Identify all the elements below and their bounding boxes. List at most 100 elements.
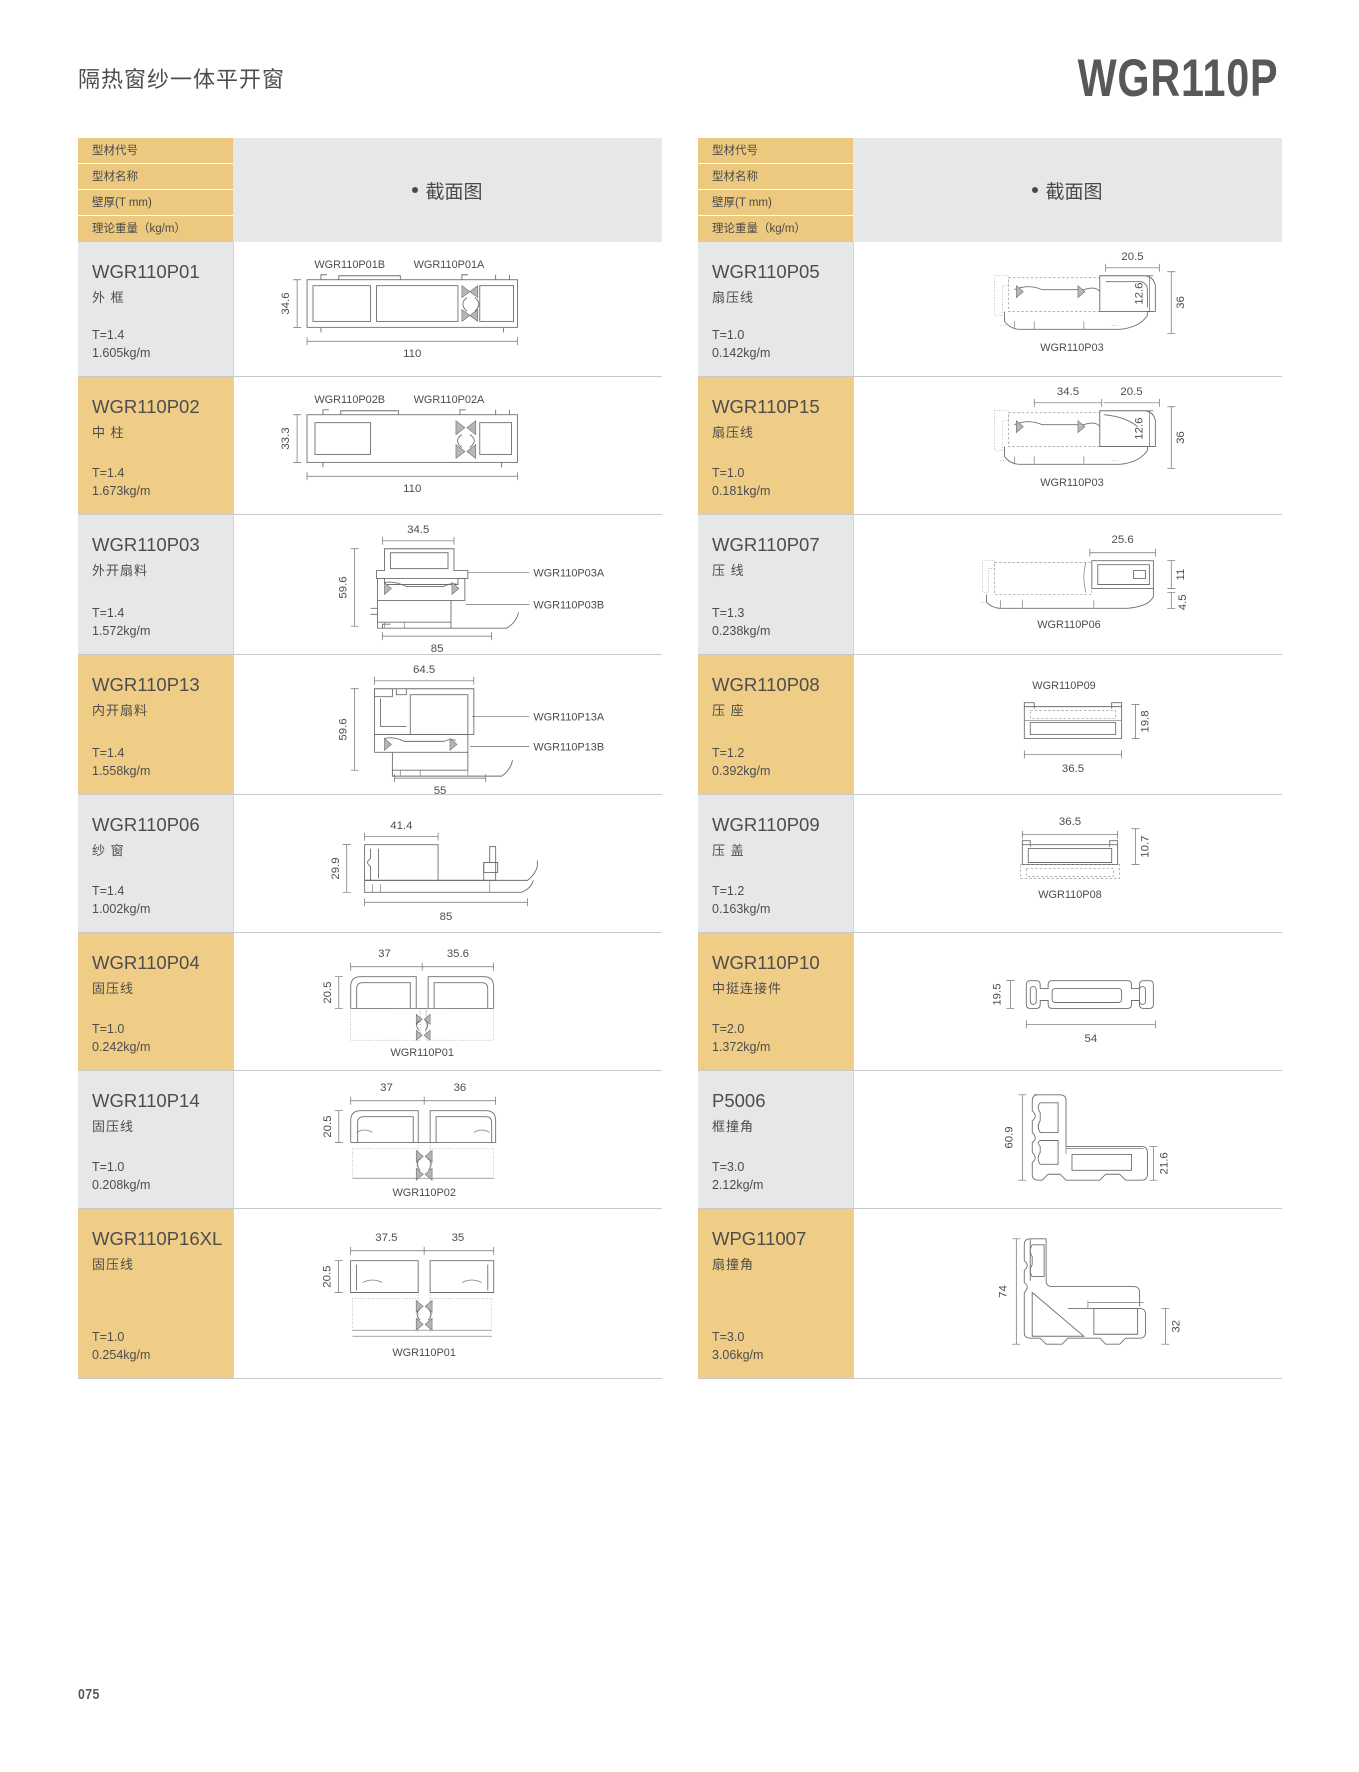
profile-weight: 0.242kg/m (92, 1039, 151, 1054)
profile-name: 固压线 (92, 1257, 135, 1273)
table-row: WGR110P06 纱 窗 T=1.4 1.002kg/m 41 (78, 795, 662, 933)
profile-name: 纱 窗 (92, 843, 125, 859)
section-drawing-cell: 34.5 59.6 85 (233, 515, 662, 654)
dim-width: 55 (434, 785, 447, 794)
header-label-name: 型材名称 (698, 164, 853, 190)
table-row: WPG11007 扇撞角 T=3.0 3.06kg/m 74 32 (698, 1209, 1282, 1379)
header-label-name: 型材名称 (78, 164, 233, 190)
table-row: WGR110P16XL 固压线 T=1.0 0.254kg/m (78, 1209, 662, 1379)
section-drawing-cell: 37.5 35 20.5 (233, 1209, 662, 1378)
drawing-label: WGR110P13A (533, 712, 604, 724)
dim-top-left: 37.5 (375, 1232, 397, 1244)
dim-top: 41.4 (390, 820, 413, 832)
page-title: 隔热窗纱一体平开窗 (78, 67, 286, 92)
profile-weight: 1.605kg/m (92, 345, 151, 360)
dim-height: 19.8 (1139, 710, 1151, 732)
table-row: WGR110P07 压 线 T=1.3 0.238kg/m 25 (698, 515, 1282, 655)
dim-top-left: 37 (378, 948, 391, 960)
profile-code: P5006 (712, 1090, 766, 1111)
profile-code: WGR110P04 (92, 952, 200, 973)
section-drawing-cell: WGR110P09 19.8 36.5 (853, 655, 1282, 794)
profile-name: 框撞角 (712, 1119, 755, 1135)
header-section-title-cell: 截面图 (233, 138, 662, 242)
profile-spec: T=1.4 1.673kg/m (92, 464, 233, 500)
profile-weight: 0.208kg/m (92, 1177, 151, 1192)
dim-top-left: 34.5 (1057, 386, 1079, 398)
dim-right: 21.6 (1158, 1152, 1170, 1174)
profile-spec: T=1.4 1.572kg/m (92, 604, 233, 640)
dim-width: 85 (440, 911, 453, 923)
profile-info-cell: WGR110P13 内开扇料 T=1.4 1.558kg/m (78, 655, 233, 794)
profile-weight: 0.392kg/m (712, 763, 771, 778)
drawing-label: WGR110P03B (533, 599, 604, 611)
drawing-label: WGR110P03 (1040, 342, 1103, 354)
profile-info-cell: WGR110P07 压 线 T=1.3 0.238kg/m (698, 515, 853, 654)
section-drawing-cell: 64.5 59.6 55 (233, 655, 662, 794)
profile-thickness: T=1.4 (92, 327, 125, 342)
profile-name: 扇压线 (712, 290, 755, 306)
section-drawing-cell: 41.4 29.9 85 (233, 795, 662, 932)
section-drawing-cell: 74 32 (853, 1209, 1282, 1378)
section-drawing-cell: 60.9 21.6 (853, 1071, 1282, 1208)
profile-spec: T=1.2 0.392kg/m (712, 744, 853, 780)
section-drawing: 25.6 11 4.5 (980, 534, 1189, 631)
section-drawing: 34.5 20.5 12.6 36 (994, 386, 1187, 489)
dim-top-left: 37 (380, 1082, 393, 1094)
profile-code: WGR110P09 (712, 814, 820, 835)
header-section-title: 截面图 (425, 181, 483, 203)
table-left-column: 型材代号 型材名称 壁厚(T mm) 理论重量（kg/m） 截面图 WGR110… (78, 138, 662, 1379)
header-label-weight: 理论重量（kg/m） (78, 216, 233, 242)
profile-name: 固压线 (92, 1119, 135, 1135)
section-drawing-cell: 34.5 20.5 12.6 36 (853, 377, 1282, 514)
profile-info-cell: WGR110P04 固压线 T=1.0 0.242kg/m (78, 933, 233, 1070)
profile-thickness: T=1.3 (712, 605, 745, 620)
profile-thickness: T=1.4 (92, 465, 125, 480)
dim-height: 10.7 (1139, 836, 1151, 858)
profile-spec: T=1.4 1.558kg/m (92, 744, 233, 780)
profile-thickness: T=1.0 (712, 465, 745, 480)
section-drawing-cell: 36.5 10.7 WGR110P08 (853, 795, 1282, 932)
profile-weight: 0.254kg/m (92, 1347, 151, 1362)
drawing-label: WGR110P06 (1037, 619, 1100, 631)
profile-code: WPG11007 (712, 1228, 807, 1249)
section-drawing-cell: 37 35.6 20.5 (233, 933, 662, 1070)
profile-code: WGR110P10 (712, 952, 820, 973)
section-drawing: 20.5 12.6 36 (994, 251, 1187, 354)
profile-code: WGR110P01 (92, 261, 200, 282)
profile-info-cell: WGR110P14 固压线 T=1.0 0.208kg/m (78, 1071, 233, 1208)
profile-weight: 0.238kg/m (712, 623, 771, 638)
profile-thickness: T=2.0 (712, 1021, 745, 1036)
dim-height: 59.6 (338, 718, 350, 740)
drawing-label: WGR110P01A (414, 259, 485, 271)
table-row: WGR110P14 固压线 T=1.0 0.208kg/m 37 (78, 1071, 662, 1209)
drawing-label: WGR110P09 (1032, 680, 1095, 692)
profile-name: 外开扇料 (92, 563, 149, 579)
table-row: P5006 框撞角 T=3.0 2.12kg/m 60.9 21.6 (698, 1071, 1282, 1209)
profile-spec: T=3.0 2.12kg/m (712, 1158, 853, 1194)
section-drawing: 34.5 59.6 85 (338, 524, 605, 654)
table-row: WGR110P08 压 座 T=1.2 0.392kg/m WGR110P09 (698, 655, 1282, 795)
table-right-column: 型材代号 型材名称 壁厚(T mm) 理论重量（kg/m） 截面图 WGR110… (698, 138, 1282, 1379)
profile-thickness: T=1.0 (92, 1159, 125, 1174)
profile-info-cell: WGR110P06 纱 窗 T=1.4 1.002kg/m (78, 795, 233, 932)
section-drawing: 64.5 59.6 55 (338, 664, 605, 794)
dim-right-upper: 11 (1175, 569, 1187, 581)
profile-name: 压 线 (712, 563, 745, 579)
table-row: WGR110P03 外开扇料 T=1.4 1.572kg/m 3 (78, 515, 662, 655)
profile-info-cell: WGR110P03 外开扇料 T=1.4 1.572kg/m (78, 515, 233, 654)
section-drawing-cell: 25.6 11 4.5 (853, 515, 1282, 654)
profile-spec: T=1.0 0.208kg/m (92, 1158, 233, 1194)
profile-weight: 2.12kg/m (712, 1177, 764, 1192)
header-section-title-cell: 截面图 (853, 138, 1282, 242)
header-label-thickness: 壁厚(T mm) (698, 190, 853, 216)
section-drawing: 37 35.6 20.5 (322, 948, 495, 1059)
profile-info-cell: WPG11007 扇撞角 T=3.0 3.06kg/m (698, 1209, 853, 1378)
profile-thickness: T=3.0 (712, 1329, 745, 1344)
bullet-dot-icon (1032, 187, 1039, 193)
profile-code: WGR110P15 (712, 396, 820, 417)
profile-thickness: T=1.2 (712, 745, 745, 760)
profile-thickness: T=1.4 (92, 605, 125, 620)
section-drawing: 37 36 20.5 (322, 1082, 497, 1199)
profile-code: WGR110P16XL (92, 1228, 223, 1249)
profile-name: 内开扇料 (92, 703, 149, 719)
